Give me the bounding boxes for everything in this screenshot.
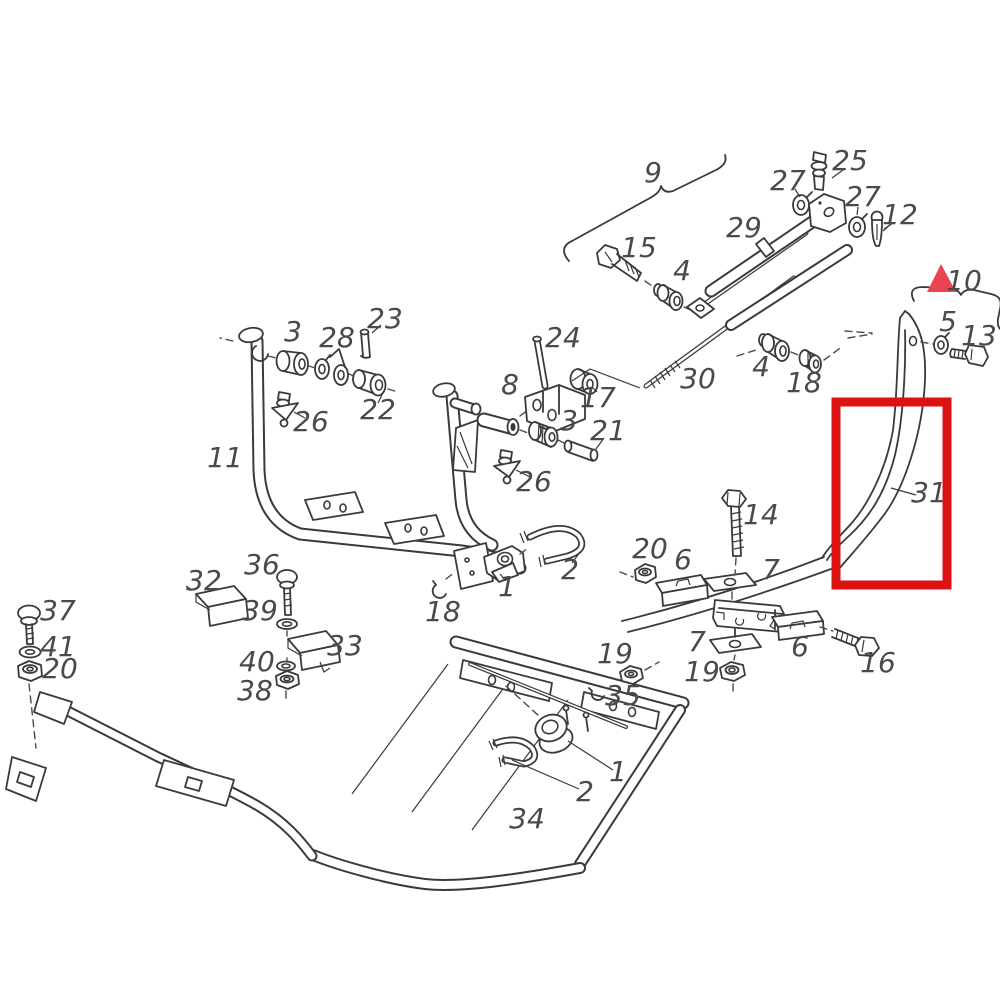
- part-label-28: 28: [319, 321, 355, 354]
- part-label-20: 20: [42, 652, 78, 685]
- part-label-26: 26: [516, 465, 552, 498]
- warning-triangle-icon: [927, 264, 956, 292]
- part-label-30: 30: [680, 362, 716, 395]
- part-label-33: 33: [327, 629, 363, 662]
- part-label-24: 24: [545, 321, 581, 354]
- part-label-19: 19: [684, 655, 720, 688]
- part-label-1: 1: [609, 755, 627, 788]
- part-label-8: 8: [501, 368, 519, 401]
- part-label-1: 1: [498, 570, 516, 603]
- part-label-3: 3: [560, 404, 578, 437]
- upper-left-hardware-art: [267, 324, 399, 428]
- part-label-11: 11: [207, 441, 243, 474]
- part-label-6: 6: [791, 630, 809, 663]
- part-label-17: 17: [580, 381, 616, 414]
- clip-column-art: [185, 569, 341, 703]
- part-label-4: 4: [673, 254, 691, 287]
- part-label-23: 23: [367, 302, 403, 335]
- clevis-cluster-art: [493, 335, 641, 485]
- part-label-34: 34: [509, 802, 545, 835]
- part-label-22: 22: [360, 393, 396, 426]
- part-label-16: 16: [860, 646, 896, 679]
- part-label-37: 37: [40, 594, 76, 627]
- part-label-27: 27: [845, 180, 881, 213]
- front-strap-art: [5, 604, 318, 862]
- strut-assembly-art: [563, 151, 894, 389]
- part-label-31: 31: [911, 476, 947, 509]
- part-label-2: 2: [561, 553, 579, 586]
- part-label-14: 14: [743, 498, 779, 531]
- u-frame-art: [219, 326, 527, 575]
- foot-cluster-art: [431, 525, 586, 599]
- part-label-2: 2: [576, 775, 594, 808]
- part-label-32: 32: [186, 564, 222, 597]
- part-label-4: 4: [752, 350, 770, 383]
- part-label-13: 13: [961, 319, 997, 352]
- part-label-40: 40: [239, 645, 275, 678]
- part-label-29: 29: [726, 211, 762, 244]
- part-label-18: 18: [425, 595, 461, 628]
- part-label-10: 10: [946, 264, 982, 297]
- highlight-box: [831, 397, 952, 590]
- part-label-7: 7: [762, 553, 780, 586]
- part-label-39: 39: [242, 594, 278, 627]
- part-label-38: 38: [237, 674, 273, 707]
- part-label-6: 6: [674, 543, 692, 576]
- part-label-25: 25: [832, 144, 868, 177]
- part-label-26: 26: [293, 405, 329, 438]
- rack-platform-art: [307, 635, 690, 891]
- part-label-9: 9: [644, 156, 662, 189]
- leg-clamp-art: [619, 489, 880, 697]
- red-annotations: [831, 264, 956, 590]
- part-label-5: 5: [939, 305, 957, 338]
- part-label-21: 21: [590, 414, 626, 447]
- part-label-36: 36: [244, 548, 280, 581]
- part-label-19: 19: [597, 637, 633, 670]
- part-label-41: 41: [40, 630, 76, 663]
- part-label-35: 35: [605, 679, 641, 712]
- part-label-20: 20: [632, 532, 668, 565]
- part-label-3: 3: [284, 315, 302, 348]
- part-label-18: 18: [786, 366, 822, 399]
- part-label-12: 12: [882, 198, 918, 231]
- part-label-15: 15: [621, 231, 657, 264]
- part-label-27: 27: [770, 164, 806, 197]
- part-label-7: 7: [688, 625, 706, 658]
